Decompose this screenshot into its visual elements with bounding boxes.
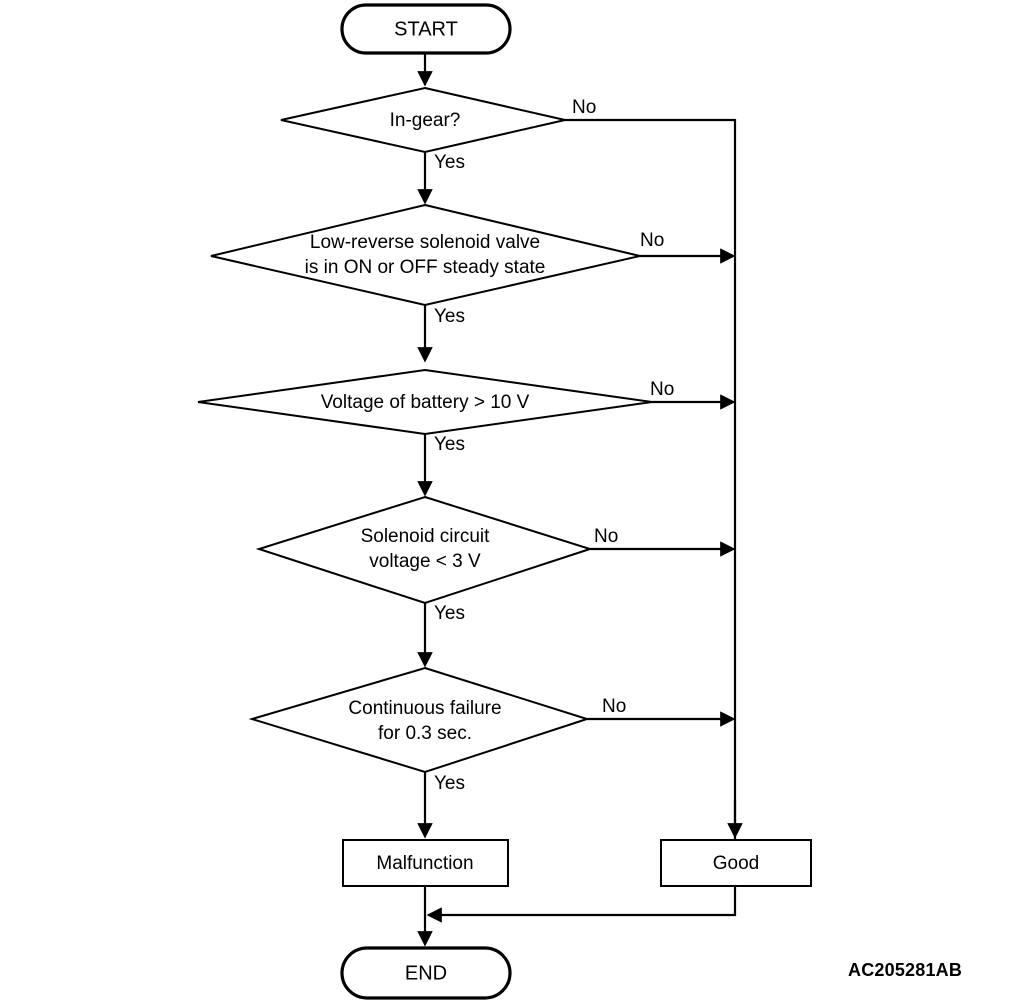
node-end[interactable]: END bbox=[340, 946, 512, 1000]
node-decision-circuit-voltage-label-line2: voltage < 3 V bbox=[369, 551, 481, 572]
node-decision-in-gear[interactable]: In-gear? bbox=[280, 86, 566, 154]
branch-label-no-battery-voltage: No bbox=[650, 379, 674, 400]
node-start-label: START bbox=[394, 18, 458, 40]
branch-label-yes-solenoid-steady-state: Yes bbox=[434, 306, 465, 327]
edge-good-to-end-merge bbox=[426, 886, 737, 923]
branch-label-yes-continuous-failure: Yes bbox=[434, 773, 465, 794]
node-malfunction-label: Malfunction bbox=[376, 853, 473, 874]
node-decision-circuit-voltage-label-line1: Solenoid circuit bbox=[361, 526, 491, 547]
node-decision-in-gear-label: In-gear? bbox=[390, 110, 461, 131]
node-malfunction[interactable]: Malfunction bbox=[342, 839, 509, 887]
node-decision-continuous-failure[interactable]: Continuous failure for 0.3 sec. bbox=[248, 666, 591, 774]
branch-label-no-continuous-failure: No bbox=[602, 696, 626, 717]
node-good[interactable]: Good bbox=[660, 839, 812, 887]
node-decision-solenoid-steady-state[interactable]: Low-reverse solenoid valve is in ON or O… bbox=[210, 203, 641, 307]
node-end-label: END bbox=[405, 962, 447, 984]
branch-label-no-in-gear: No bbox=[572, 97, 596, 118]
node-start[interactable]: START bbox=[340, 3, 512, 55]
node-good-label: Good bbox=[713, 853, 759, 874]
node-decision-circuit-voltage[interactable]: Solenoid circuit voltage < 3 V bbox=[255, 495, 594, 605]
node-decision-continuous-failure-label-line1: Continuous failure bbox=[348, 698, 501, 719]
node-decision-battery-voltage-label: Voltage of battery > 10 V bbox=[321, 392, 530, 413]
branch-label-no-circuit-voltage: No bbox=[594, 526, 618, 547]
branch-label-no-solenoid-steady-state: No bbox=[640, 230, 664, 251]
node-decision-battery-voltage[interactable]: Voltage of battery > 10 V bbox=[197, 368, 653, 436]
node-decision-continuous-failure-label-line2: for 0.3 sec. bbox=[378, 723, 472, 744]
node-decision-solenoid-steady-state-label-line1: Low-reverse solenoid valve bbox=[310, 232, 540, 253]
node-decision-solenoid-steady-state-label-line2: is in ON or OFF steady state bbox=[305, 257, 546, 278]
figure-code-label: AC205281AB bbox=[848, 960, 963, 980]
branch-label-yes-in-gear: Yes bbox=[434, 152, 465, 173]
branch-label-yes-circuit-voltage: Yes bbox=[434, 603, 465, 624]
branch-label-yes-battery-voltage: Yes bbox=[434, 434, 465, 455]
